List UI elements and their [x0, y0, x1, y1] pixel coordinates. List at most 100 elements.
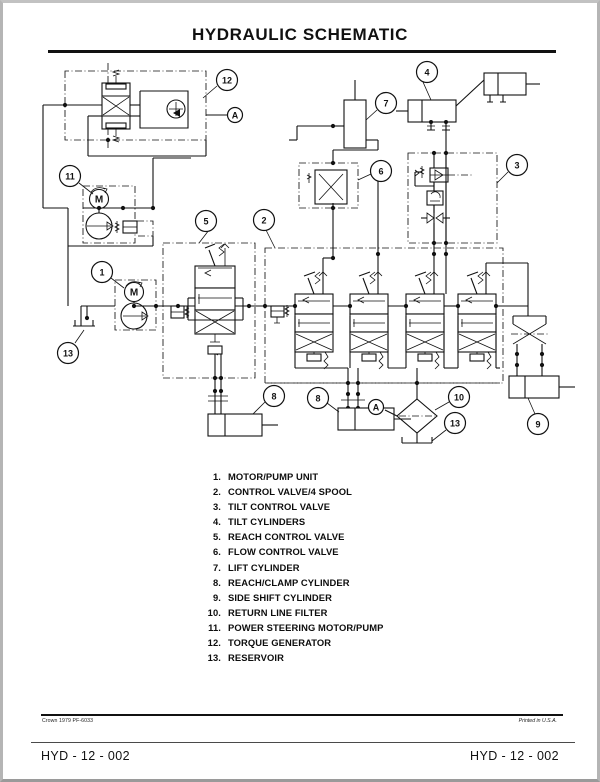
page-number-divider [31, 742, 575, 743]
callout-13-left-label: 13 [63, 349, 73, 359]
legend-number: 4. [212, 516, 221, 528]
legend-number: 7. [212, 561, 221, 573]
hydraulic-schematic-diagram: 12 A M [3, 58, 597, 458]
callout-8-left-label: 8 [271, 392, 276, 402]
legend-number: 13. [207, 652, 221, 664]
footer-divider [41, 714, 563, 716]
list-item: 7. LIFT CYLINDER [199, 560, 539, 575]
legend-list: 1. MOTOR/PUMP UNIT 2. CONTROL VALVE/4 SP… [199, 469, 539, 665]
list-item: 6. FLOW CONTROL VALVE [199, 544, 539, 559]
port-a-bottom-label: A [373, 402, 380, 412]
legend-label: TORQUE GENERATOR [228, 637, 332, 649]
legend-label: LIFT CYLINDER [228, 561, 300, 573]
legend-number: 2. [212, 486, 221, 498]
reach-clamp-cylinder-left-group: 8 [207, 384, 286, 437]
callout-2-label: 2 [261, 216, 266, 226]
callout-2-circle [252, 208, 276, 232]
callout-11-circle [58, 164, 82, 188]
callout-6-label: 6 [378, 167, 383, 177]
legend-number: 9. [212, 591, 221, 603]
reach-control-valve-group: 5 [162, 209, 265, 414]
legend-label: TILT CONTROL VALVE [228, 501, 331, 513]
port-a-top-circle [226, 106, 244, 124]
callout-12-circle [215, 68, 239, 92]
list-item: 12. TORQUE GENERATOR [199, 635, 539, 650]
legend-label: POWER STEERING MOTOR/PUMP [228, 621, 384, 633]
motor-main-label: M [130, 288, 138, 299]
torque-generator-group: 12 [42, 63, 239, 208]
callout-10-label: 10 [454, 393, 464, 403]
port-a-top-group: A [206, 106, 244, 124]
legend-number: 12. [207, 637, 221, 649]
control-valve-4-spool-group: 2 [252, 120, 529, 384]
callout-5-circle [194, 209, 218, 233]
side-shift-cylinder-group: 9 [508, 306, 575, 436]
callout-8-mid-circle [306, 386, 330, 410]
spool-section-1 [294, 271, 334, 370]
title-divider [48, 50, 556, 53]
callout-12-label: 12 [222, 76, 232, 86]
legend-number: 11. [208, 621, 221, 633]
callout-8-left-circle [262, 384, 286, 408]
legend-label: CONTROL VALVE/4 SPOOL [228, 486, 352, 498]
list-item: 1. MOTOR/PUMP UNIT [199, 469, 539, 484]
return-line-filter-group: A 10 13 [367, 368, 471, 444]
spool-section-2 [349, 271, 389, 370]
callout-13-left-circle [56, 341, 80, 365]
callout-9-label: 9 [535, 420, 540, 430]
callout-9-circle [526, 412, 550, 436]
list-item: 4. TILT CYLINDERS [199, 514, 539, 529]
list-item: 5. REACH CONTROL VALVE [199, 529, 539, 544]
callout-7-label: 7 [383, 99, 388, 109]
motor-pump-unit-group: M 1 13 [56, 246, 178, 365]
callout-3-circle [505, 153, 529, 177]
callout-5-label: 5 [203, 217, 208, 227]
spool-section-4 [457, 271, 497, 370]
lift-cylinder-group: 7 [289, 80, 398, 151]
legend-number: 5. [212, 531, 221, 543]
callout-4-circle [415, 60, 439, 84]
callout-6-circle [369, 159, 393, 183]
callout-11-label: 11 [65, 172, 75, 182]
legend-label: REACH/CLAMP CYLINDER [228, 576, 350, 588]
list-item: 2. CONTROL VALVE/4 SPOOL [199, 484, 539, 499]
power-steering-motor-pump-group: M 11 [43, 157, 191, 247]
port-a-bottom-circle [367, 398, 385, 416]
legend-number: 1. [212, 471, 221, 482]
list-item: 13. RESERVOIR [199, 650, 539, 665]
callout-1-label: 1 [99, 268, 104, 278]
callout-4-label: 4 [424, 68, 429, 78]
callout-13-right-label: 13 [450, 419, 460, 429]
page-number-left: HYD - 12 - 002 [41, 749, 130, 763]
callout-3-label: 3 [514, 161, 519, 171]
flow-control-valve-group: 6 [298, 150, 393, 211]
legend-number: 6. [212, 546, 221, 558]
page-title: HYDRAULIC SCHEMATIC [191, 25, 409, 44]
page-number-right: HYD - 12 - 002 [470, 749, 559, 763]
publisher-credit: Crown 1979 PF-6033 [42, 718, 94, 724]
legend-label: SIDE SHIFT CYLINDER [228, 591, 332, 603]
list-item: 8. REACH/CLAMP CYLINDER [199, 575, 539, 590]
list-item: 11. POWER STEERING MOTOR/PUMP [199, 620, 539, 635]
callout-10-circle [447, 385, 471, 409]
legend-label: RETURN LINE FILTER [228, 606, 328, 618]
motor-steering-label: M [95, 195, 103, 206]
callout-13-right-circle [443, 411, 467, 435]
legend-label: MOTOR/PUMP UNIT [228, 471, 319, 482]
callout-8-mid-label: 8 [315, 394, 320, 404]
list-item: 9. SIDE SHIFT CYLINDER [199, 590, 539, 605]
legend-label: TILT CYLINDERS [228, 516, 306, 528]
spool-section-3 [405, 271, 445, 370]
legend-number: 10. [207, 606, 221, 618]
printed-in-notice: Printed in U.S.A. [518, 718, 557, 724]
tilt-cylinders-group: 4 [396, 60, 540, 131]
legend-number: 8. [212, 576, 221, 588]
callout-7-circle [374, 91, 398, 115]
port-a-top-label: A [232, 110, 239, 120]
tilt-control-valve-group: 3 [407, 150, 529, 246]
list-item: 3. TILT CONTROL VALVE [199, 499, 539, 514]
legend-label: FLOW CONTROL VALVE [228, 546, 339, 558]
legend-label: RESERVOIR [228, 652, 284, 664]
legend-number: 3. [212, 501, 221, 513]
